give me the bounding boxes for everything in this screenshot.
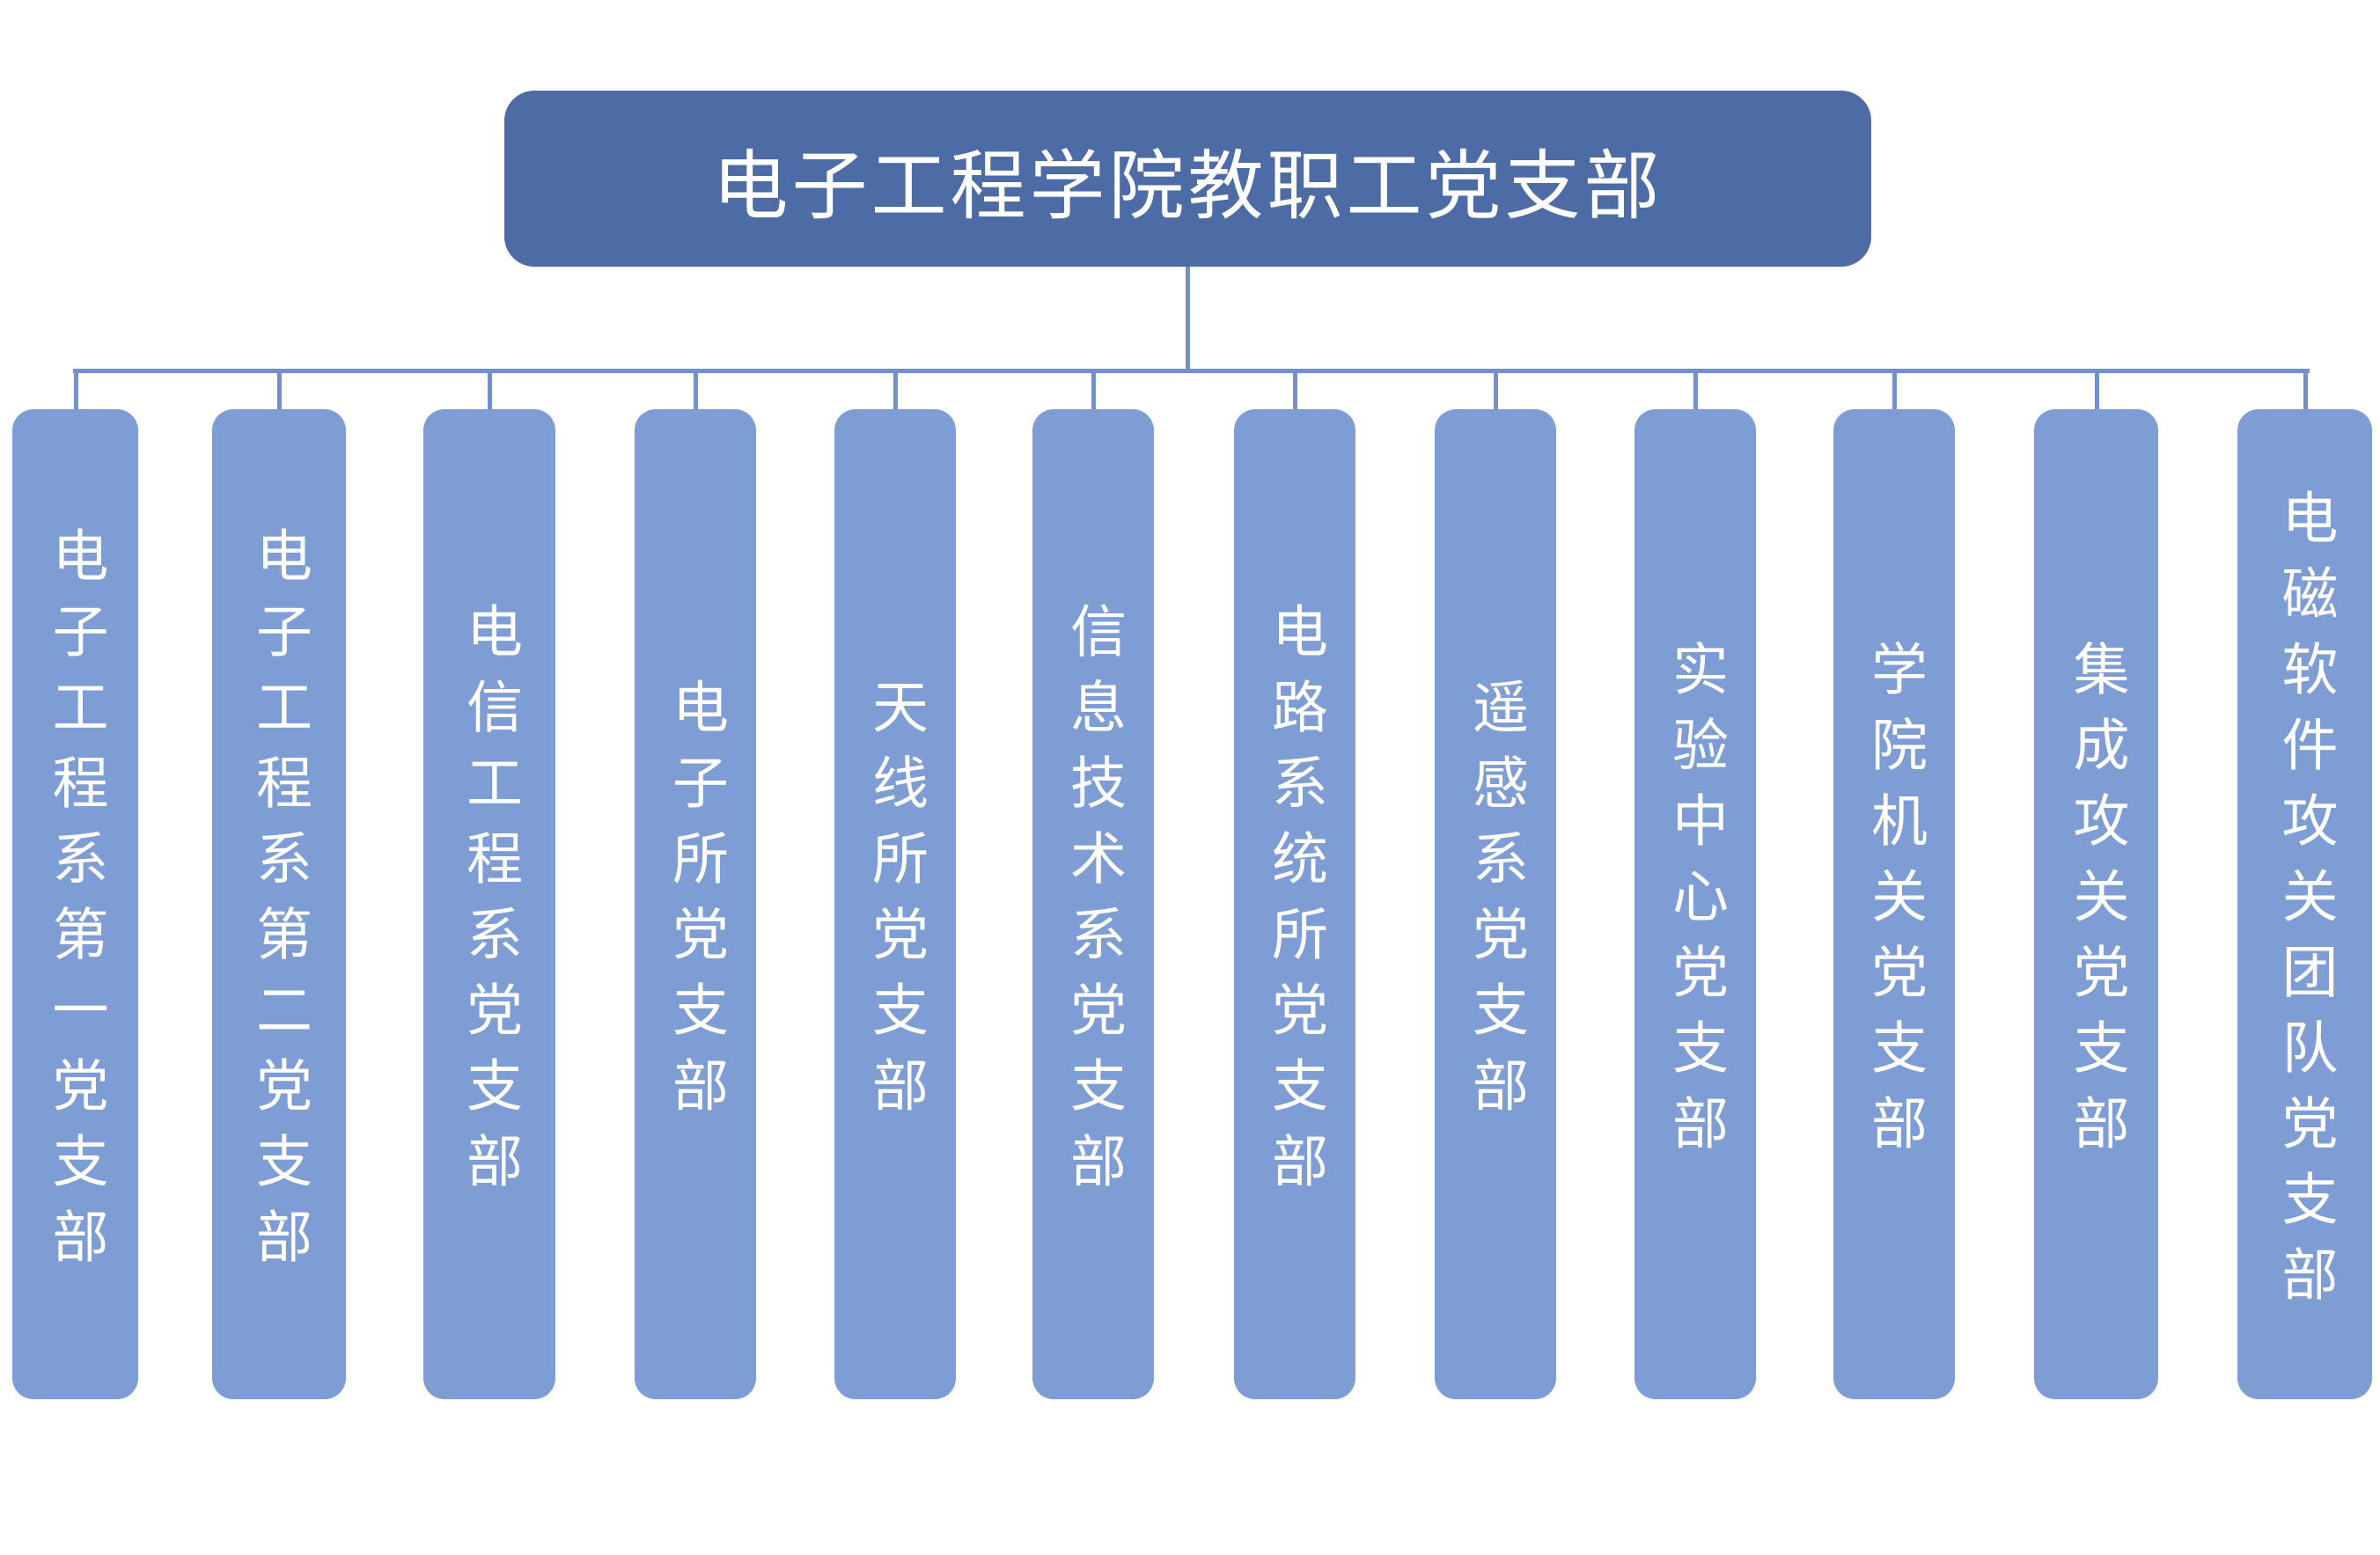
branch-label: 电子所党支部 [663, 677, 728, 1132]
branch-connector [74, 369, 78, 411]
branch-label: 学院机关党支部 [1862, 639, 1927, 1170]
branch-label: 电子工程系第一党支部 [42, 525, 108, 1283]
branch-label: 电信工程系党支部 [457, 601, 522, 1207]
branch-node: 电子所党支部 [635, 409, 756, 1399]
branch-node: 电路系统所党支部 [1234, 409, 1355, 1399]
branch-label: 信息技术系党支部 [1061, 601, 1126, 1207]
branch-node: 电子工程系第二党支部 [212, 409, 346, 1399]
branch-connector [1892, 369, 1897, 411]
branch-connector [694, 369, 698, 411]
branch-connector [2095, 369, 2099, 411]
branch-label: 天线所党支部 [863, 677, 928, 1132]
branch-connector [893, 369, 898, 411]
horizontal-connector [73, 369, 2310, 373]
branch-label: 集成攻关党支部 [2063, 639, 2129, 1170]
branch-connector [1693, 369, 1698, 411]
branch-connector [488, 369, 492, 411]
branch-node: 电信工程系党支部 [423, 409, 555, 1399]
branch-node: 学院机关党支部 [1833, 409, 1955, 1399]
branch-label: 实验中心党支部 [1663, 639, 1728, 1170]
branch-connector [1091, 369, 1096, 411]
root-label: 电子工程学院教职工党支部 [712, 142, 1664, 231]
branch-connector [2303, 369, 2308, 411]
branch-node: 天线所党支部 [834, 409, 956, 1399]
branch-connector [277, 369, 282, 411]
branch-label: 电磁软件攻关团队党支部 [2272, 488, 2338, 1321]
branch-connector [1494, 369, 1498, 411]
branch-node: 实验中心党支部 [1634, 409, 1756, 1399]
branch-node: 集成攻关党支部 [2034, 409, 2158, 1399]
branch-node: 遥感系党支部 [1435, 409, 1556, 1399]
branch-connector [1293, 369, 1297, 411]
branch-node: 电磁软件攻关团队党支部 [2237, 409, 2372, 1399]
branch-node: 信息技术系党支部 [1032, 409, 1154, 1399]
branch-node: 电子工程系第一党支部 [12, 409, 138, 1399]
root-connector [1186, 267, 1190, 373]
branch-label: 遥感系党支部 [1463, 677, 1528, 1132]
branch-label: 电路系统所党支部 [1262, 601, 1327, 1207]
root-node: 电子工程学院教职工党支部 [504, 91, 1871, 267]
branch-label: 电子工程系第二党支部 [246, 525, 312, 1283]
